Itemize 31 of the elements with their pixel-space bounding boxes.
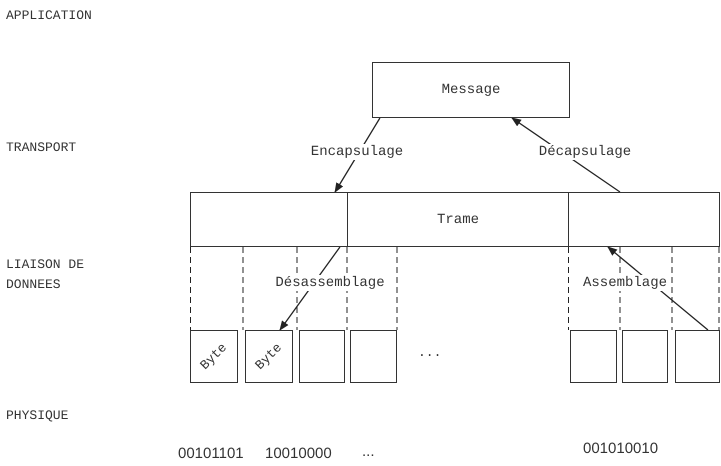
byte-box xyxy=(245,330,293,383)
byte-box xyxy=(675,330,720,383)
bit-string: 10010000 xyxy=(265,445,332,462)
bit-string: 001010010 xyxy=(583,440,658,457)
dashed-connector xyxy=(718,246,720,330)
layer-label: PHYSIQUE xyxy=(6,408,68,423)
byte-box xyxy=(299,330,345,383)
dashed-connector xyxy=(190,246,191,330)
frame-segment xyxy=(190,192,348,247)
ellipsis: ... xyxy=(362,443,375,460)
byte-box xyxy=(570,330,617,383)
layer-label: LIAISON DE DONNEES xyxy=(6,256,86,294)
byte-box xyxy=(350,330,397,383)
edge-label: Désassemblage xyxy=(274,275,386,291)
dashed-connector xyxy=(396,246,398,330)
dashed-connector xyxy=(242,246,244,330)
edge-label: Assemblage xyxy=(582,275,668,291)
byte-box xyxy=(190,330,238,383)
box-text: Message xyxy=(442,82,500,98)
box-text: Trame xyxy=(436,212,479,228)
edge-label: Encapsulage xyxy=(310,144,404,160)
frame-segment xyxy=(568,192,720,247)
frame-box xyxy=(347,192,569,247)
byte-box xyxy=(622,330,668,383)
layer-label: APPLICATION xyxy=(6,8,92,23)
edge-label: Décapsulage xyxy=(538,144,632,160)
ellipsis: ... xyxy=(418,345,442,360)
message-box xyxy=(372,62,570,118)
bit-string: 00101101 xyxy=(178,445,244,462)
layer-label: TRANSPORT xyxy=(6,140,76,155)
dashed-connector xyxy=(568,246,569,330)
